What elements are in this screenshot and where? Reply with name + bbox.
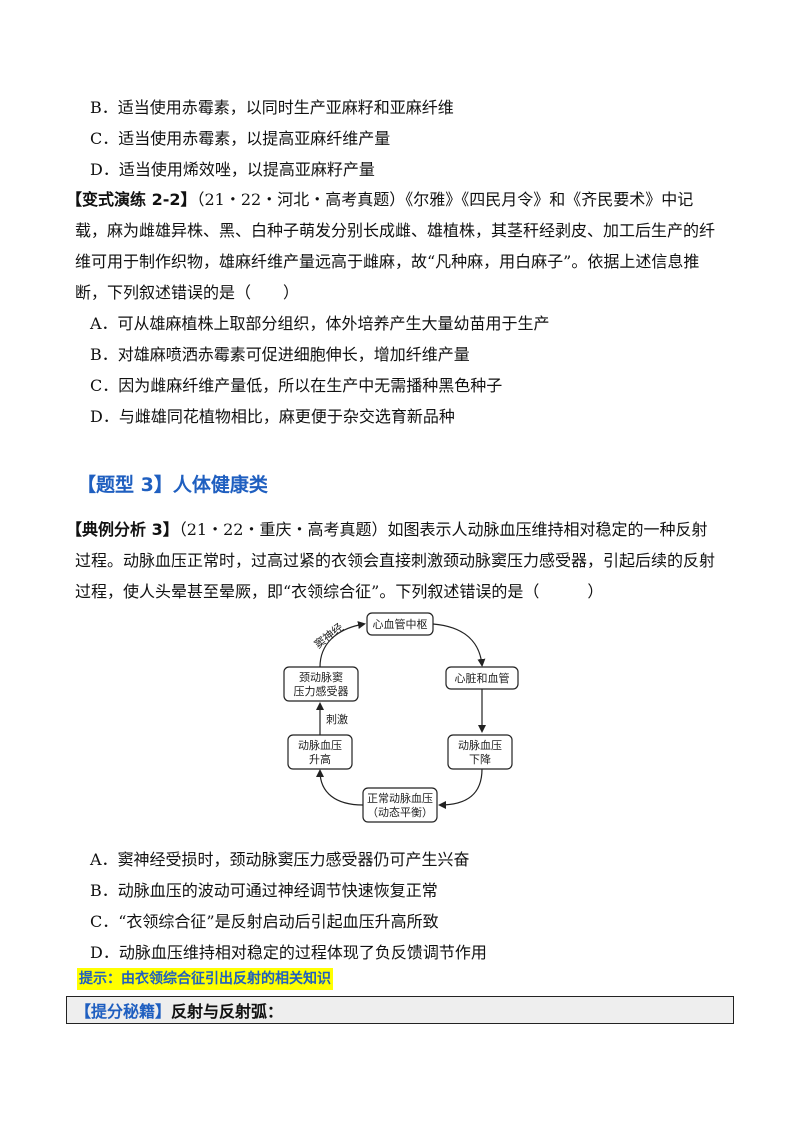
example-option-d: D．动脉血压维持相对稳定的过程体现了负反馈调节作用 <box>90 943 487 962</box>
variant-line-3: 维可用于制作织物，雄麻纤维产量远高于雌麻，故“凡种麻，用白麻子”。依据上述信息推 <box>75 252 700 271</box>
label-sinus-nerve: 窦神经 <box>311 620 346 651</box>
arrow-center-to-heart <box>432 623 486 667</box>
option-c-top: C．适当使用赤霉素，以提高亚麻纤维产量 <box>90 129 391 148</box>
variant-option-a: A．可从雄麻植株上取部分组织，体外培养产生大量幼苗用于生产 <box>90 314 550 333</box>
node-receptor-box <box>283 666 359 702</box>
variant-line-4: 断，下列叙述错误的是（ ） <box>75 283 300 302</box>
example-option-b: B．动脉血压的波动可通过神经调节快速恢复正常 <box>90 881 438 900</box>
section-heading: 【题型 3】人体健康类 <box>77 474 268 496</box>
node-center: 心血管中枢 <box>373 617 428 631</box>
tip-box-text: 反射与反射弧： <box>171 1002 284 1021</box>
node-receptor-line1: 颈动脉窦 <box>299 670 343 684</box>
node-normal-line2: （动态平衡） <box>367 806 433 819</box>
node-heart: 心脏和血管 <box>455 671 510 685</box>
node-receptor-line2: 压力感受器 <box>294 685 349 698</box>
example-line-1: （21・22・重庆・高考真题）如图表示人动脉血压维持相对稳定的一种反射 <box>178 520 708 539</box>
arrow-drop-to-normal <box>438 768 483 809</box>
variant-line-1: （21・22・河北・高考真题）《尔雅》《四民月令》和《齐民要术》中记 <box>196 190 694 209</box>
example-option-a: A．窦神经受损时，颈动脉窦压力感受器仍可产生兴奋 <box>90 850 470 869</box>
node-normal-line1: 正常动脉血压 <box>367 791 433 805</box>
variant-first-line: 【变式演练 2-2】（21・22・河北・高考真题）《尔雅》《四民月令》和《齐民要… <box>66 188 693 212</box>
variant-tag: 【变式演练 2-2】 <box>66 190 197 209</box>
tip-box: 【提分秘籍】反射与反射弧： <box>66 996 734 1024</box>
tip-box-tag: 【提分秘籍】 <box>75 1002 172 1021</box>
node-drop-line2: 下降 <box>469 752 491 766</box>
option-b-top: B．适当使用赤霉素，以同时生产亚麻籽和亚麻纤维 <box>90 98 454 117</box>
node-drop-line1: 动脉血压 <box>458 738 502 752</box>
option-d-top: D．适当使用烯效唑，以提高亚麻籽产量 <box>90 160 375 179</box>
example-tag: 【典例分析 3】 <box>66 520 179 539</box>
hint-highlight: 提示：由衣领综合征引出反射的相关知识 <box>77 968 333 990</box>
node-rise-line2: 升高 <box>309 752 331 766</box>
example-option-c: C．“衣领综合征”是反射启动后引起血压升高所致 <box>90 912 439 931</box>
example-first-line: 【典例分析 3】（21・22・重庆・高考真题）如图表示人动脉血压维持相对稳定的一… <box>66 518 707 542</box>
reflex-diagram: 心血管中枢 心脏和血管 动脉血压 下降 正常动脉血压 （动态平衡） 动脉血压 升… <box>283 612 519 823</box>
label-stimulus: 刺激 <box>326 712 348 726</box>
variant-line-2: 载，麻为雌雄异株、黑、白种子萌发分别长成雌、雄植株，其茎秆经剥皮、加工后生产的纤 <box>75 221 716 240</box>
example-line-3: 过程，使人头晕甚至晕厥，即“衣领综合征”。下列叙述错误的是（ ） <box>75 582 604 601</box>
variant-option-b: B．对雄麻喷洒赤霉素可促进细胞伸长，增加纤维产量 <box>90 345 470 364</box>
node-drop-box <box>447 734 513 770</box>
node-rise-line1: 动脉血压 <box>298 738 342 752</box>
variant-option-d: D．与雌雄同花植物相比，麻更便于杂交选育新品种 <box>90 407 455 426</box>
variant-option-c: C．因为雌麻纤维产量低，所以在生产中无需播种黑色种子 <box>90 376 503 395</box>
arrow-receptor-to-center <box>319 621 366 668</box>
arrow-normal-to-rise <box>316 769 364 806</box>
example-line-2: 过程。动脉血压正常时，过高过紧的衣领会直接刺激颈动脉窦压力感受器，引起后续的反射 <box>75 551 716 570</box>
